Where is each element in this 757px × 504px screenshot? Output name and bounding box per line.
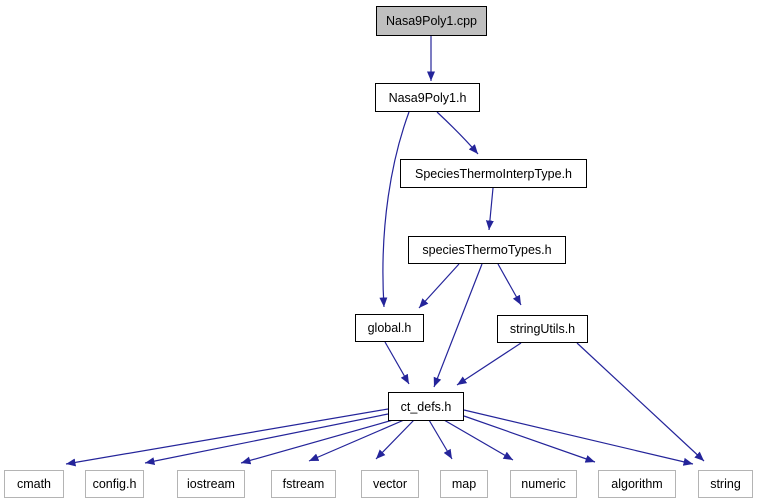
node-algorithm: algorithm: [598, 470, 676, 498]
node-speciesthermointerptype-h[interactable]: SpeciesThermoInterpType.h: [400, 159, 587, 188]
node-stringutils-h[interactable]: stringUtils.h: [497, 315, 588, 343]
edge-ctdefsh-iostream: [240, 419, 394, 465]
edge-stringutilsh-string: [576, 342, 705, 462]
edge-nasa9poly1h-speciesthermointerptypeh: [436, 111, 479, 155]
edge-stringutilsh-ctdefsh: [456, 342, 522, 386]
node-cmath: cmath: [4, 470, 64, 498]
node-nasa9poly1-h[interactable]: Nasa9Poly1.h: [375, 83, 480, 112]
edge-ctdefsh-cmath: [65, 408, 389, 467]
edge-ctdefsh-string: [463, 409, 694, 466]
node-global-h[interactable]: global.h: [355, 314, 424, 342]
edge-speciesthermotypesh-ctdefsh: [433, 263, 483, 388]
edge-ctdefsh-vector: [375, 419, 415, 460]
node-ct-defs-h[interactable]: ct_defs.h: [388, 392, 464, 421]
node-string: string: [698, 470, 753, 498]
node-config-h: config.h: [85, 470, 144, 498]
edge-ctdefsh-algorithm: [463, 415, 596, 463]
node-fstream: fstream: [271, 470, 336, 498]
edge-ctdefsh-map: [428, 419, 453, 460]
node-numeric: numeric: [510, 470, 577, 498]
edge-ctdefsh-configh: [144, 413, 389, 466]
edge-speciesthermointerptypeh-speciesthermotypesh: [485, 187, 494, 231]
edge-speciesthermotypesh-stringutilsh: [497, 263, 522, 306]
edge-nasa9poly1h-globalh: [379, 111, 410, 308]
node-vector: vector: [361, 470, 419, 498]
edge-globalh-ctdefsh: [384, 341, 410, 385]
node-map: map: [440, 470, 488, 498]
edge-speciesthermotypesh-globalh: [418, 263, 460, 309]
node-iostream: iostream: [177, 470, 245, 498]
edge-ctdefsh-numeric: [443, 419, 514, 461]
node-speciesthermotypes-h[interactable]: speciesThermoTypes.h: [408, 236, 566, 264]
node-nasa9poly1-cpp: Nasa9Poly1.cpp: [376, 6, 487, 36]
edge-ctdefsh-fstream: [308, 419, 405, 462]
